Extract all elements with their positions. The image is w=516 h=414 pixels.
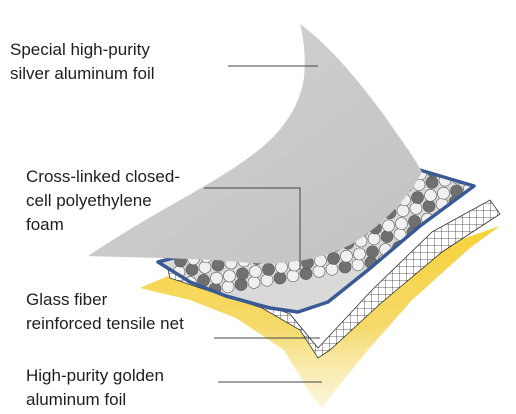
silver-foil-label-line-2: silver aluminum foil [10, 64, 155, 83]
foam-bubble-11 [286, 269, 300, 283]
foam-bubble-225 [429, 153, 441, 165]
foam-bubble-55 [198, 261, 212, 274]
foam-bubble-42 [366, 245, 379, 259]
foam-bubble-228 [468, 146, 480, 158]
foam-bubble-128 [488, 189, 500, 201]
foam-bubble-147 [411, 191, 424, 204]
foam-bubble-154 [503, 176, 515, 188]
foam-label-line-1: Cross-linked closed- [26, 167, 180, 186]
foam-bubble-226 [442, 150, 454, 162]
foam-bubble-12 [299, 267, 313, 280]
foam-label-line-2: cell polyethylene [26, 191, 152, 210]
foam-bubble-15 [338, 260, 352, 274]
foam-bubble-41 [353, 247, 366, 261]
foam-bubble-6 [221, 280, 235, 294]
golden-foil-label-line-2: aluminum foil [26, 390, 127, 409]
tensile-net-label-line-2: reinforced tensile net [26, 314, 184, 333]
foam-bubble-33 [249, 265, 262, 278]
foam-bubble-39 [327, 252, 340, 265]
foam-bubble-10 [273, 271, 287, 285]
foam-bubble-200 [440, 170, 453, 176]
foam-bubble-103 [500, 200, 512, 212]
foam-bubble-227 [455, 148, 467, 160]
foam-bubble-9 [260, 273, 274, 287]
foam-bubble-178 [478, 168, 490, 180]
silver-foil-label-line-1: Special high-purity [10, 40, 150, 59]
foam-bubble-152 [477, 181, 489, 193]
foam-bubble-203 [480, 157, 492, 169]
foam-bubble-16 [351, 258, 365, 272]
foam-bubble-231 [507, 139, 516, 151]
foam-bubble-34 [262, 263, 275, 276]
foam-bubble-122 [409, 202, 423, 215]
foam-bubble-14 [325, 262, 339, 276]
foam-bubble-68 [367, 232, 381, 246]
foam-bubble-54 [185, 263, 199, 276]
foam-bubble-30 [210, 271, 223, 285]
foam-bubble-7 [234, 278, 248, 291]
foam-bubble-153 [490, 178, 502, 190]
foam-bubble-32 [236, 267, 249, 281]
foam-bubble-13 [312, 265, 326, 278]
foam-bubble-229 [481, 144, 493, 156]
foam-bubble-174 [425, 176, 439, 189]
foam-bubble-148 [424, 189, 437, 202]
foam-bubble-56 [211, 258, 225, 272]
foam-bubble-205 [506, 152, 516, 164]
foam-bubble-129 [501, 187, 513, 199]
foam-bubble-204 [493, 155, 505, 167]
foam-bubble-94 [382, 219, 395, 233]
foam-bubble-179 [491, 165, 503, 177]
silver-foil-layer [88, 24, 422, 264]
foam-label-line-3: foam [26, 215, 64, 234]
foam-bubble-230 [494, 142, 506, 154]
foam-bubble-95 [395, 217, 408, 230]
golden-foil-label-line-1: High-purity golden [26, 366, 164, 385]
foam-bubble-40 [340, 249, 353, 263]
foam-label: Cross-linked closed- cell polyethylene f… [26, 165, 180, 237]
tensile-net-label-line-1: Glass fiber [26, 290, 108, 309]
foam-bubble-201 [453, 170, 466, 174]
silver-foil-label: Special high-purity silver aluminum foil [10, 38, 155, 86]
tensile-net-label: Glass fiber reinforced tensile net [26, 288, 184, 336]
foam-bubble-127 [475, 191, 487, 203]
foam-bubble-31 [223, 269, 236, 283]
foam-bubble-69 [380, 230, 394, 243]
foam-bubble-96 [408, 215, 421, 228]
foam-bubble-8 [247, 276, 261, 289]
foam-bubble-202 [466, 170, 474, 172]
foam-bubble-123 [422, 199, 436, 213]
foam-bubble-149 [437, 186, 450, 200]
foam-bubble-180 [504, 163, 516, 175]
foam-leader-line [204, 187, 301, 270]
foam-bubble-121 [396, 204, 410, 217]
golden-foil-label: High-purity golden aluminum foil [26, 364, 164, 412]
foam-bubble-177 [464, 170, 474, 183]
